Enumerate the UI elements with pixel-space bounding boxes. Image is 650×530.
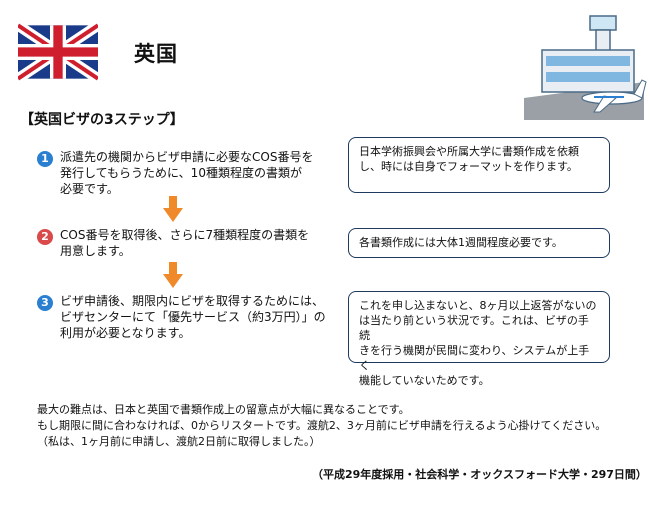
step-1-text: 派遣先の機関からビザ申請に必要なCOS番号を 発行してもらうために、10種類程度…	[60, 150, 314, 196]
step-3-number-icon: 3	[37, 295, 53, 311]
page-title: 英国	[134, 42, 178, 66]
step-2-number-icon: 2	[37, 229, 53, 245]
section-heading: 【英国ビザの3ステップ】	[20, 112, 184, 128]
step-3-text: ビザ申請後、期限内にビザを取得するためには、 ビザセンターにて「優先サービス（約…	[60, 294, 326, 340]
step-2-text: COS番号を取得後、さらに7種類程度の書類を 用意します。	[60, 228, 310, 258]
arrow-down-icon	[163, 262, 183, 288]
step-2-note-box: 各書類作成には大体1週間程度必要です。	[348, 228, 610, 258]
footer-attribution: （平成29年度採用・社会科学・オックスフォード大学・297日間）	[312, 468, 647, 481]
step-3-note-box: これを申し込まないと、8ヶ月以上返答がないの は当たり前という状況です。これは、…	[348, 291, 610, 387]
step-1-number-icon: 1	[37, 151, 53, 167]
step-1-note-box: 日本学術振興会や所属大学に書類作成を依頼 し、時には自身でフォーマットを作ります…	[348, 137, 610, 193]
summary-text: 最大の難点は、日本と英国で書類作成上の留意点が大幅に異なることです。 もし期限に…	[37, 403, 607, 448]
airport-illustration	[524, 15, 647, 120]
uk-flag-image	[18, 22, 98, 82]
arrow-down-icon	[163, 196, 183, 222]
